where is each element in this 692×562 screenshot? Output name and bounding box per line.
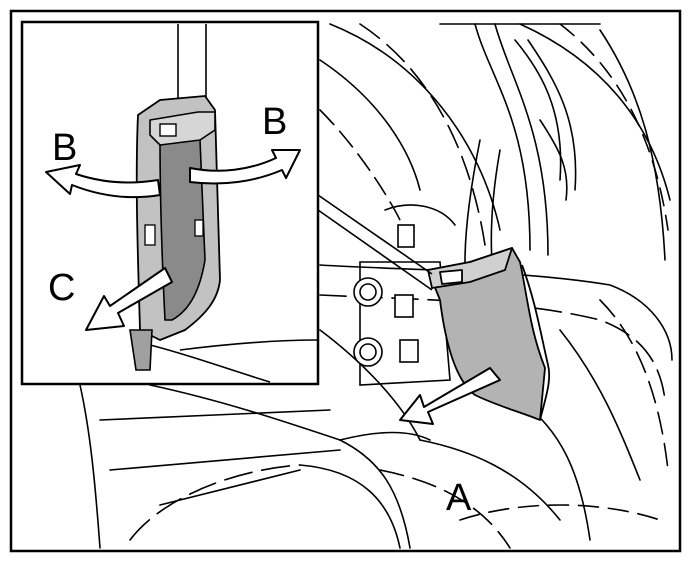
inset-detail bbox=[20, 20, 320, 386]
label-b-right: B bbox=[262, 101, 287, 143]
callout-line-1 bbox=[317, 194, 433, 275]
label-c: C bbox=[48, 267, 75, 309]
background-vehicle-structure bbox=[79, 23, 673, 549]
main-cover-part bbox=[427, 247, 551, 421]
label-a: A bbox=[446, 477, 472, 519]
callout-line-2 bbox=[317, 209, 433, 291]
label-b-left: B bbox=[52, 127, 77, 169]
pull-arrow-c bbox=[85, 267, 173, 331]
flex-arrow-left bbox=[45, 164, 161, 199]
removal-arrow-main bbox=[399, 367, 501, 425]
bolt-lower bbox=[353, 337, 383, 367]
bolt-upper bbox=[353, 277, 383, 307]
flex-arrow-right bbox=[189, 149, 301, 185]
